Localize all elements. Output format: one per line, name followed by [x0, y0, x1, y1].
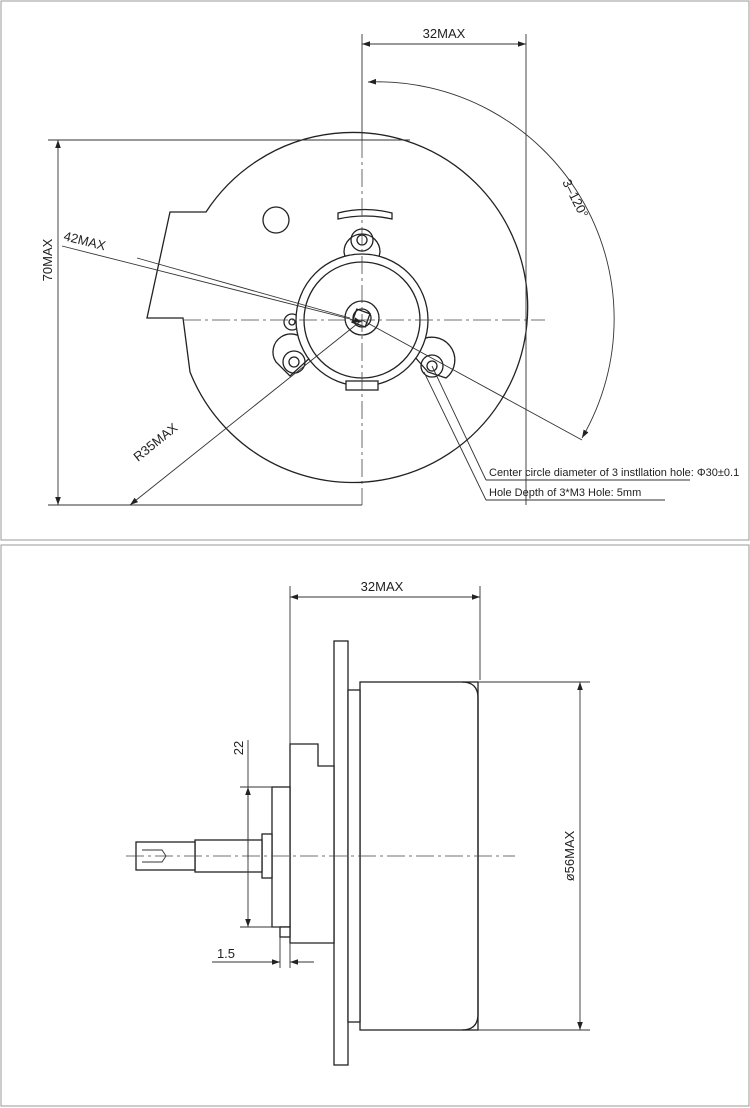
top-panel-frame: [0, 0, 750, 541]
side-view: 32MAX 22 1.5 ø56MAX: [126, 579, 590, 1066]
dim-height-label: 70MAX: [40, 238, 55, 281]
boss-lip: [279, 926, 291, 938]
side-dim-flange-label: 1.5: [217, 946, 235, 961]
boss-ring: [271, 786, 291, 928]
dim-radius-line: [129, 319, 363, 506]
bottom-panel-frame: [0, 544, 750, 1107]
top-slot: [337, 208, 393, 220]
note-center-circle: Center circle diameter of 3 instllation …: [489, 467, 739, 479]
dim-length-line: [61, 245, 363, 323]
tab-hole: [262, 206, 290, 234]
gear-housing: [289, 743, 335, 944]
dim-radius-label: R35MAX: [130, 420, 180, 465]
dim-width-label: 32MAX: [423, 26, 466, 41]
dim-length-label: 42MAX: [62, 228, 107, 253]
side-dim-diameter-label: ø56MAX: [562, 830, 577, 881]
side-dim-width-label: 32MAX: [361, 579, 404, 594]
dim-angle-label: 3–120°: [559, 177, 591, 221]
dim-angle-arc: [367, 78, 615, 439]
note-hole-depth: Hole Depth of 3*M3 Hole: 5mm: [489, 487, 641, 499]
side-dim-boss-label: 22: [231, 741, 246, 755]
flange-plate: [333, 640, 349, 1066]
mounting-hub: [272, 228, 456, 391]
top-view: 32MAX 70MAX 3–120° 42MAX R35MAX Center c…: [40, 26, 739, 506]
